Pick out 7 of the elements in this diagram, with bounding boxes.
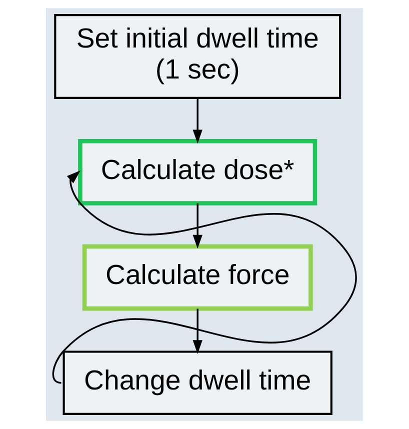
- node-box: Set initial dwell time (1 sec): [54, 14, 342, 99]
- node-box: Calculate dose*: [78, 138, 318, 206]
- arrow: [192, 308, 202, 354]
- arrow: [192, 203, 202, 249]
- node-box: Calculate force: [82, 244, 313, 311]
- arrow: [192, 98, 202, 144]
- node-box: Change dwell time: [62, 350, 332, 415]
